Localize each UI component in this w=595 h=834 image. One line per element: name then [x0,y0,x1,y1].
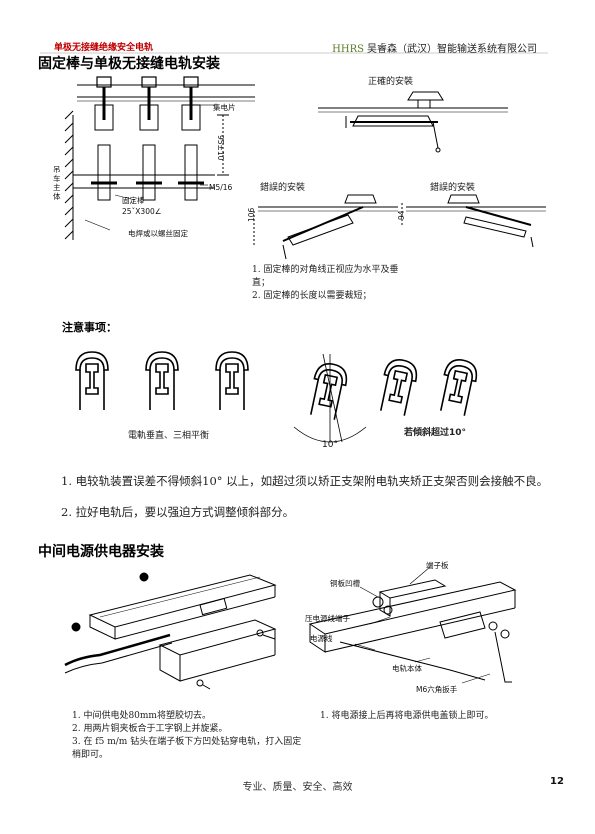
section-title-fixing-bar: 固定棒与单极无接缝电轨安装 [38,56,220,72]
feeder-note-3: 3. 在 f5 m/m 钻头在端子板下方凹处钻穿电轨，打入固定梢即可。 [72,737,302,760]
section-title-power-feeder: 中间电源供电器安装 [38,544,164,560]
label-rail-body: 电轨本体 [392,664,422,673]
label-weld: 电焊或以螺丝固定 [128,229,188,238]
power-feeder-left-figure [64,572,277,690]
install-note-1: 1. 固定棒的对角线正视应为水平及垂直； [252,265,399,288]
fixing-bar-installation-figure [64,76,255,240]
label-hex-wrench: M6六角扳手 [416,685,458,694]
brand-logo-text: HHRS [332,44,364,55]
dim-106: 106 [247,207,256,222]
feeder-left-notes: 1. 中间供电处80mm将塑胶切去。 2. 用两片铜夹板合于工字钢上并旋紧。 3… [72,710,302,762]
header-rule [40,52,548,54]
page-number: 12 [550,776,564,787]
header-product-title: 单极无接缝绝缘安全电轨 [54,43,154,53]
attention-paragraph-1: 1. 电较轨装置误差不得倾斜10° 以上，如超过须以矫正支架附电轨夹矫正支架否则… [61,474,549,488]
label-power-line: 电源线 [310,634,333,643]
power-feeder-right-figure [308,566,517,684]
wrong-install-figure-1 [253,194,398,260]
label-bolt: M5/16 [209,183,233,192]
label-terminal-plate: 端子板 [426,561,449,570]
correct-install-figure [318,91,508,153]
label-wrong-install-2: 錯誤的安裝 [430,183,476,193]
label-fixing-bar: 固定棒 [122,196,145,205]
label-crane-body: 吊车主体 [53,165,61,201]
attention-title: 注意事项： [62,321,117,334]
label-angle-10: 10° [322,440,338,450]
label-dimension: 95±10 [216,135,225,161]
caption-vertical-balanced: 電軌垂直、三相平衡 [128,431,210,441]
vertical-rail-profiles [75,351,249,410]
label-press-terminal: 压电源线端子 [305,614,350,623]
label-wrong-install-1: 錯誤的安裝 [260,183,306,193]
install-note-2: 2. 固定棒的长度以需要裁短； [252,291,372,301]
footer-slogan: 专业、质量、安全、高效 [242,782,353,793]
label-bar-size: 25ˇX300∠ [122,207,162,216]
caption-tilt-over-10: 若傾斜超过10° [404,428,467,438]
feeder-note-1: 1. 中间供电处80mm将塑胶切去。 [72,711,211,721]
label-copper-groove: 铜板凹槽 [330,579,360,588]
dim-94: 94 [397,210,406,220]
tilted-rail-profiles [293,353,478,443]
feeder-note-2: 2. 用两片铜夹板合于工字钢上并旋紧。 [72,724,228,734]
company-name: 吴睿森（武汉）智能输送系统有限公司 [367,44,537,55]
feeder-right-note-1: 1. 将电源接上后再将电源供电盖锁上即可。 [320,711,494,721]
label-collector: 集电片 [213,103,236,112]
wrong-install-figure-2 [401,194,546,248]
label-correct-install: 正確的安裝 [368,77,414,87]
attention-paragraph-2: 2. 拉好电轨后，要以强迫方式调整倾斜部分。 [61,505,295,519]
